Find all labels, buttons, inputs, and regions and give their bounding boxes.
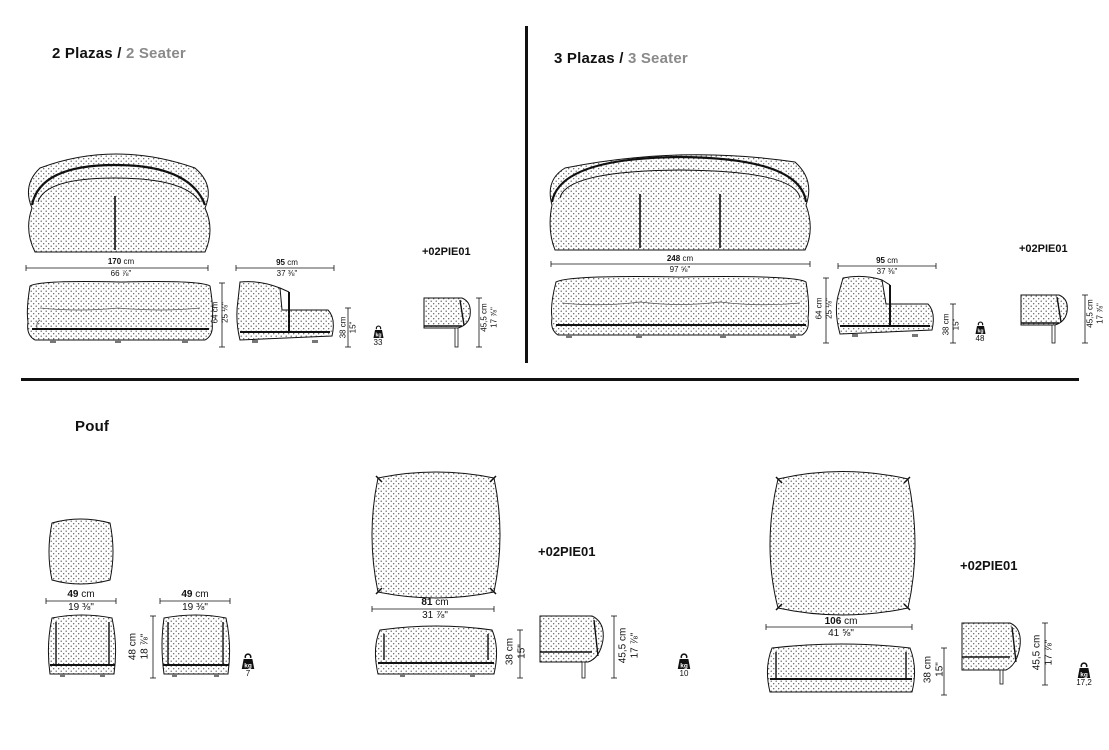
pouf-medium-width-inches: 31 ⅞" — [422, 610, 448, 621]
pouf-small-width-inches: 19 ⅜" — [68, 602, 94, 613]
pouf-large-weight: 17,2 — [1071, 662, 1097, 687]
width-unit: cm — [844, 616, 858, 627]
depth-unit: cm — [195, 589, 209, 600]
pouf-medium-option-code: +02PIE01 — [538, 544, 596, 559]
three-seater-title: 3 Plazas / 3 Seater — [554, 50, 688, 67]
three-seater-depth-label: 95 cm — [862, 256, 912, 265]
pouf-small-depth-inches: 19 ⅜" — [182, 602, 208, 613]
width-unit: cm — [435, 597, 449, 608]
three-seater-depth-inches: 37 ⅜" — [876, 267, 898, 276]
three-seater-title-en: 3 Seater — [627, 50, 688, 67]
pouf-large-width-label: 106 cm — [814, 616, 868, 627]
three-seater-option-code: +02PIE01 — [1019, 243, 1068, 255]
three-seater-width-label: 248 cm — [655, 254, 705, 263]
pouf-medium-weight: 10 — [675, 653, 693, 678]
width-unit: cm — [123, 257, 135, 266]
three-seater-weight: 48 — [972, 321, 988, 343]
two-seater-depth-cm: 95 — [276, 258, 285, 267]
title-separator: / — [619, 50, 624, 67]
pouf-small-width-label: 49 cm — [56, 589, 106, 600]
vertical-divider — [525, 26, 528, 363]
three-seater-depth-cm: 95 — [876, 256, 885, 265]
two-seater-title-en: 2 Seater — [125, 45, 186, 62]
pouf-large-option-height-inches: 17 ⅞" — [1043, 639, 1055, 666]
three-seater-weight-value: 48 — [975, 334, 985, 343]
two-seater-weight-value: 33 — [373, 338, 383, 347]
title-separator: / — [117, 45, 122, 62]
two-seater-option-code: +02PIE01 — [422, 246, 471, 258]
pouf-title: Pouf — [75, 418, 110, 435]
two-seater-width-inches: 66 ⅞" — [110, 269, 132, 278]
two-seater-depth-inches: 37 ⅜" — [276, 269, 298, 278]
pouf-medium-width-label: 81 cm — [410, 597, 460, 608]
pouf-large-weight-value: 17,2 — [1076, 678, 1092, 687]
pouf-medium-width-cm: 81 — [421, 597, 433, 608]
pouf-medium-weight-value: 10 — [679, 669, 689, 678]
two-seater-depth-label: 95 cm — [262, 258, 312, 267]
two-seater-width-label: 170 cm — [96, 257, 146, 266]
two-seater-weight: 33 — [370, 325, 386, 347]
two-seater-title: 2 Plazas / 2 Seater — [52, 45, 186, 62]
pouf-large-option-height-cm: 45,5 cm — [1031, 634, 1043, 671]
pouf-small-depth-cm: 49 — [181, 589, 193, 600]
three-seater-title-es: 3 Plazas — [554, 50, 615, 67]
depth-unit: cm — [887, 256, 898, 265]
width-unit: cm — [682, 254, 694, 263]
horizontal-divider — [21, 378, 1079, 381]
pouf-small-width-cm: 49 — [67, 589, 79, 600]
pouf-small-depth-label: 49 cm — [170, 589, 220, 600]
two-seater-title-es: 2 Plazas — [52, 45, 113, 62]
kg-weight-icon — [1077, 662, 1091, 679]
two-seater-width-cm: 170 — [107, 257, 122, 266]
pouf-large-option-code: +02PIE01 — [960, 558, 1018, 573]
depth-unit: cm — [287, 258, 298, 267]
pouf-small-weight-value: 7 — [245, 669, 251, 678]
three-seater-width-inches: 97 ⅝" — [669, 265, 691, 274]
pouf-large-width-inches: 41 ⅝" — [828, 628, 854, 639]
pouf-small-weight: 7 — [240, 653, 256, 678]
pouf-large-width-cm: 106 — [824, 616, 842, 627]
three-seater-width-cm: 248 — [666, 254, 681, 263]
width-unit: cm — [81, 589, 95, 600]
